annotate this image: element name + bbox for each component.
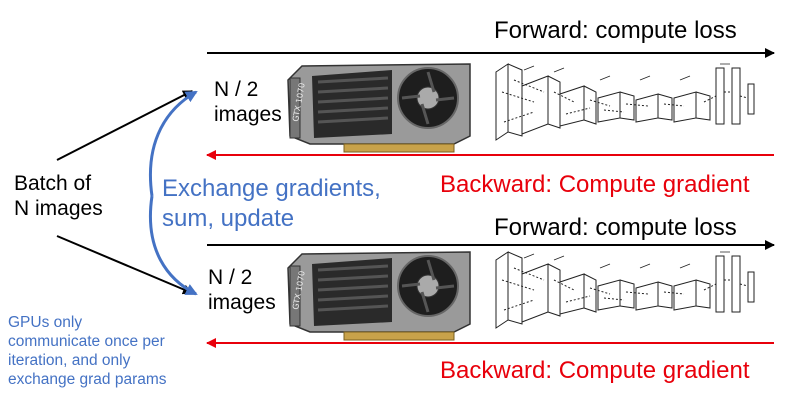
cnn-architecture-icon [495, 251, 755, 329]
exchange-label-line2: sum, update [162, 205, 295, 232]
exchange-arrow-down [149, 195, 198, 296]
split-label-top-line2: images [214, 103, 282, 126]
forward-label-bottom: Forward: compute loss [494, 214, 737, 241]
gpu-note-line3: iteration, and only [8, 352, 131, 369]
exchange-arrow-up [149, 90, 198, 197]
gpu-note-line2: communicate once per [8, 333, 165, 350]
batch-label-line1: Batch of [14, 172, 92, 195]
split-label-top-line1: N / 2 [214, 78, 259, 101]
exchange-label-line1: Exchange gradients, [162, 175, 381, 202]
forward-label-top: Forward: compute loss [494, 17, 737, 44]
split-label-bottom-line2: images [208, 291, 276, 314]
cnn-architecture-icon [495, 63, 755, 141]
gpu-card-icon: GTX 1070 [287, 251, 471, 341]
gpu-note-line1: GPUs only [8, 314, 83, 331]
backward-label-top: Backward: Compute gradient [440, 171, 750, 198]
split-label-bottom-line1: N / 2 [208, 266, 253, 289]
batch-label-line2: N images [14, 197, 103, 220]
split-arrow-top [56, 90, 193, 161]
gpu-note-line4: exchange grad params [8, 371, 167, 388]
gpu-card-icon: GTX 1070 [287, 63, 471, 153]
split-arrow-bottom [56, 235, 193, 295]
backward-label-bottom: Backward: Compute gradient [440, 357, 750, 384]
